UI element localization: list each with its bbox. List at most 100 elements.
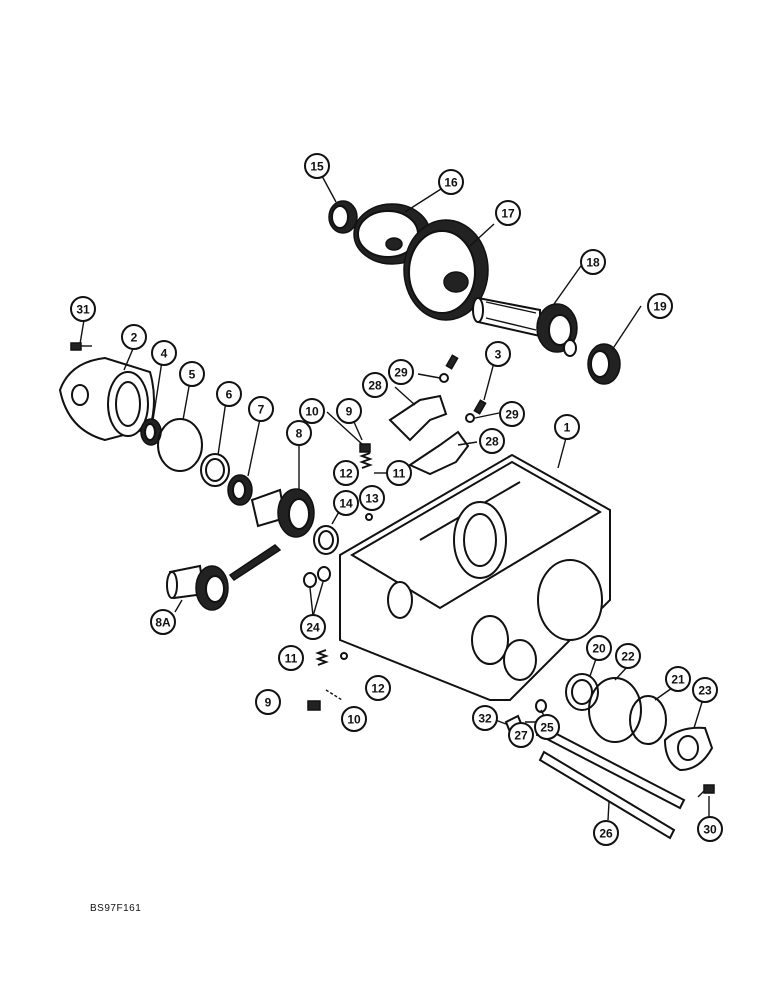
callout-19: 19 — [647, 293, 673, 319]
callout-circle — [255, 689, 281, 715]
callout-circle — [495, 200, 521, 226]
callout-circle — [341, 706, 367, 732]
callout-number: 12 — [371, 682, 385, 696]
figure-code: BS97F161 — [90, 903, 142, 914]
callout-number: 9 — [346, 405, 353, 419]
callout-circle — [304, 153, 330, 179]
callout-number: 24 — [306, 621, 320, 635]
leader-lines — [79, 175, 710, 821]
callout-circle — [359, 485, 385, 511]
callout-circle — [388, 359, 414, 385]
part-24-plugs — [303, 566, 331, 588]
callout-number: 6 — [226, 388, 233, 402]
callout-11: 11 — [386, 460, 412, 486]
callout-number: 19 — [653, 300, 667, 314]
callout-circle — [386, 460, 412, 486]
callout-circle — [70, 296, 96, 322]
callout-number: 13 — [365, 492, 379, 506]
callout-8a: 8A — [150, 609, 176, 635]
callout-20: 20 — [586, 635, 612, 661]
part-19-bearing — [587, 343, 621, 385]
callout-29: 29 — [499, 401, 525, 427]
callout-9: 9 — [255, 689, 281, 715]
callout-number: 12 — [339, 467, 353, 481]
callout-circle — [508, 722, 534, 748]
callout-circle — [665, 666, 691, 692]
callout-2: 2 — [121, 324, 147, 350]
callout-number: 18 — [586, 256, 600, 270]
callout-number: 2 — [131, 331, 138, 345]
callout-number: 21 — [671, 673, 685, 687]
callout-16: 16 — [438, 169, 464, 195]
callout-circle — [554, 414, 580, 440]
callout-28: 28 — [362, 372, 388, 398]
callout-10: 10 — [299, 398, 325, 424]
callout-number: 14 — [339, 497, 353, 511]
callout-number: 16 — [444, 176, 458, 190]
callout-10: 10 — [341, 706, 367, 732]
callout-circle — [615, 643, 641, 669]
callout-circle — [336, 398, 362, 424]
callout-circle — [593, 820, 619, 846]
callout-circle — [121, 324, 147, 350]
callout-number: 28 — [368, 379, 382, 393]
callout-circle — [580, 249, 606, 275]
part-15-small-gear — [328, 200, 358, 234]
callout-number: 8 — [296, 427, 303, 441]
callout-number: 30 — [703, 823, 717, 837]
part-6-race — [200, 453, 230, 487]
part-18-splined-shaft — [472, 296, 578, 357]
callout-circle — [333, 460, 359, 486]
callout-number: 11 — [285, 652, 298, 666]
callout-circle — [362, 372, 388, 398]
callout-circle — [438, 169, 464, 195]
callout-number: 32 — [478, 712, 492, 726]
callout-number: 28 — [485, 435, 499, 449]
callout-circle — [248, 396, 274, 422]
callout-number: 11 — [393, 467, 406, 481]
part-21-o-ring — [629, 695, 667, 745]
callout-circle — [534, 714, 560, 740]
callout-1: 1 — [554, 414, 580, 440]
callout-circle — [300, 614, 326, 640]
callout-12: 12 — [333, 460, 359, 486]
callout-number: 23 — [698, 684, 712, 698]
callout-circle — [692, 677, 718, 703]
callout-number: 20 — [592, 642, 606, 656]
callout-number: 27 — [514, 729, 528, 743]
callout-3: 3 — [485, 341, 511, 367]
part-2-housing — [58, 356, 155, 442]
callout-30: 30 — [697, 816, 723, 842]
callout-number: 15 — [310, 160, 324, 174]
part-22-gasket — [588, 677, 642, 743]
part-5-o-ring — [157, 418, 203, 472]
callout-number: 29 — [394, 366, 408, 380]
callout-number: 5 — [189, 368, 196, 382]
callout-27: 27 — [508, 722, 534, 748]
callout-circle — [647, 293, 673, 319]
callout-number: 25 — [540, 721, 554, 735]
callout-circle — [479, 428, 505, 454]
callout-12: 12 — [365, 675, 391, 701]
callout-circle — [472, 705, 498, 731]
callout-number: 8A — [155, 616, 171, 630]
callout-31: 31 — [70, 296, 96, 322]
callout-number: 29 — [505, 408, 519, 422]
callout-number: 9 — [265, 696, 272, 710]
callout-number: 4 — [161, 347, 168, 361]
callout-circle — [697, 816, 723, 842]
callout-circle — [586, 635, 612, 661]
callout-4: 4 — [151, 340, 177, 366]
callout-circle — [333, 490, 359, 516]
callout-circle — [485, 341, 511, 367]
part-3-bolts — [439, 354, 487, 423]
callout-number: 17 — [501, 207, 515, 221]
part-14-race — [313, 525, 339, 555]
callout-23: 23 — [692, 677, 718, 703]
part-8-shaft-gear — [228, 488, 315, 582]
part-8a-shaft-gear — [166, 564, 229, 611]
callout-22: 22 — [615, 643, 641, 669]
callout-circle — [499, 401, 525, 427]
part-30-bolt — [697, 784, 715, 798]
